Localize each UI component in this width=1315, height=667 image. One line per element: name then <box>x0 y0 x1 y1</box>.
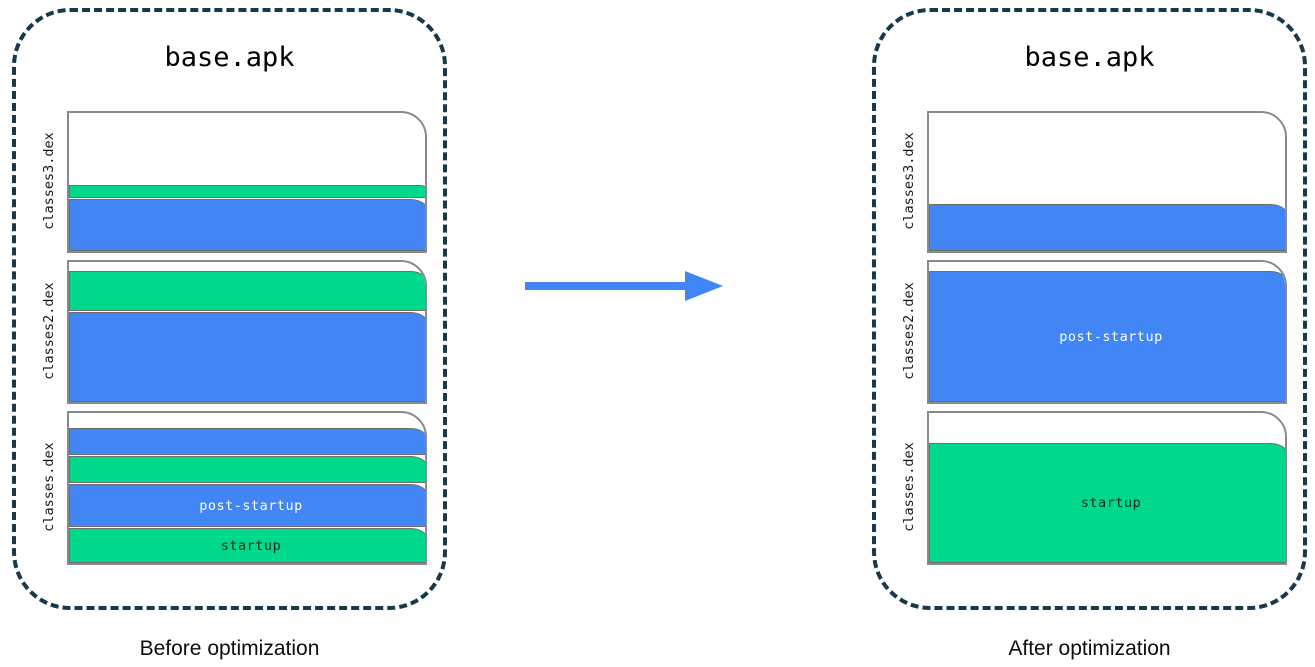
band-blue <box>69 199 425 251</box>
caption-before: Before optimization <box>139 637 320 660</box>
band-green <box>69 456 425 483</box>
dex-block <box>67 260 427 404</box>
dex-label-classes2-dex: classes2.dex <box>41 282 57 380</box>
band-blue <box>929 204 1285 251</box>
dex-band-stack <box>929 203 1285 251</box>
band-label: startup <box>220 537 282 554</box>
dex-band-stack: startup <box>929 442 1285 563</box>
apk-title: base.apk <box>1024 42 1155 73</box>
band-startup: startup <box>69 528 425 563</box>
dex-label-classes3-dex: classes3.dex <box>41 132 57 230</box>
dex-block <box>927 111 1287 253</box>
optimization-arrow <box>525 266 725 306</box>
band-blue <box>69 428 425 455</box>
dex-block-group-before: classes3.dex classes2.dex classes.dex post-… <box>16 12 443 606</box>
dex-label-classes-dex: classes.dex <box>901 442 917 532</box>
caption-after: After optimization <box>1008 637 1171 660</box>
dex-block: startup <box>927 411 1287 565</box>
band-startup: startup <box>929 443 1285 563</box>
band-green <box>69 271 425 311</box>
dex-block <box>67 111 427 253</box>
arrow-right-icon <box>525 271 723 301</box>
dex-block-group-after: classes3.dex classes2.dex post-startup clas… <box>876 12 1303 606</box>
dex-label-classes2-dex: classes2.dex <box>901 282 917 380</box>
band-post-startup: post-startup <box>929 271 1285 402</box>
band-label: post-startup <box>199 497 303 514</box>
dex-band-stack <box>69 270 425 402</box>
dex-band-stack: post-startup startup <box>69 427 425 563</box>
apk-title: base.apk <box>164 42 295 73</box>
band-green <box>69 185 425 198</box>
band-post-startup: post-startup <box>69 484 425 527</box>
band-label: post-startup <box>1059 328 1163 345</box>
dex-band-stack: post-startup <box>929 270 1285 402</box>
dex-band-stack <box>69 184 425 251</box>
band-blue <box>69 312 425 402</box>
apk-panel-after: base.apk classes3.dex classes2.dex post-st… <box>872 8 1307 610</box>
band-label: startup <box>1080 495 1142 511</box>
dex-label-classes-dex: classes.dex <box>41 442 57 532</box>
dex-label-classes3-dex: classes3.dex <box>901 132 917 230</box>
dex-block: post-startup <box>927 260 1287 404</box>
dex-block: post-startup startup <box>67 411 427 565</box>
